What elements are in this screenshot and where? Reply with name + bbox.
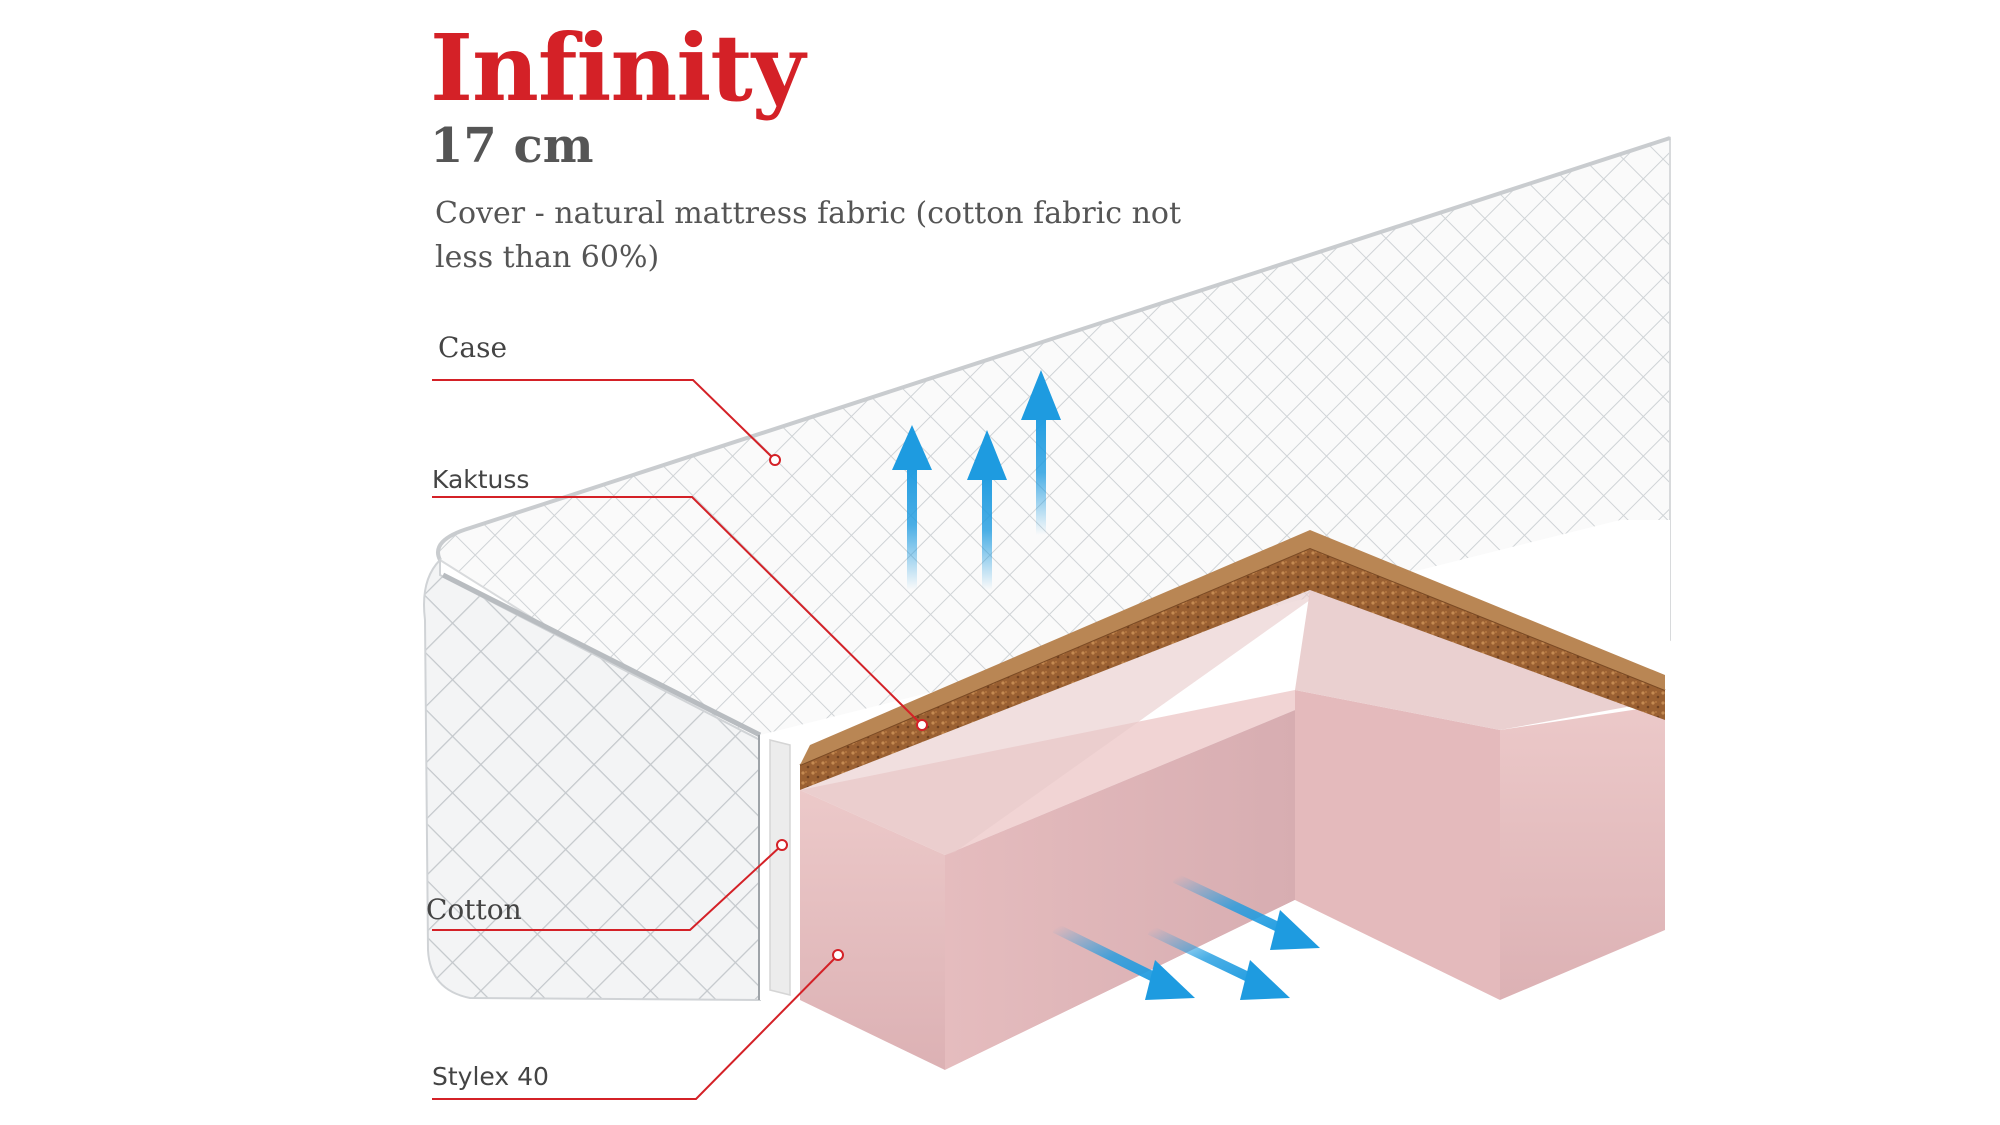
label-cotton: Cotton	[426, 896, 522, 924]
label-stylex: Stylex 40	[432, 1064, 549, 1089]
label-kaktuss: Kaktuss	[432, 467, 529, 492]
product-description: Cover - natural mattress fabric (cotton …	[435, 192, 1235, 280]
product-title: Infinity	[430, 18, 804, 119]
product-height: 17 cm	[430, 118, 594, 176]
label-case: Case	[438, 334, 507, 362]
